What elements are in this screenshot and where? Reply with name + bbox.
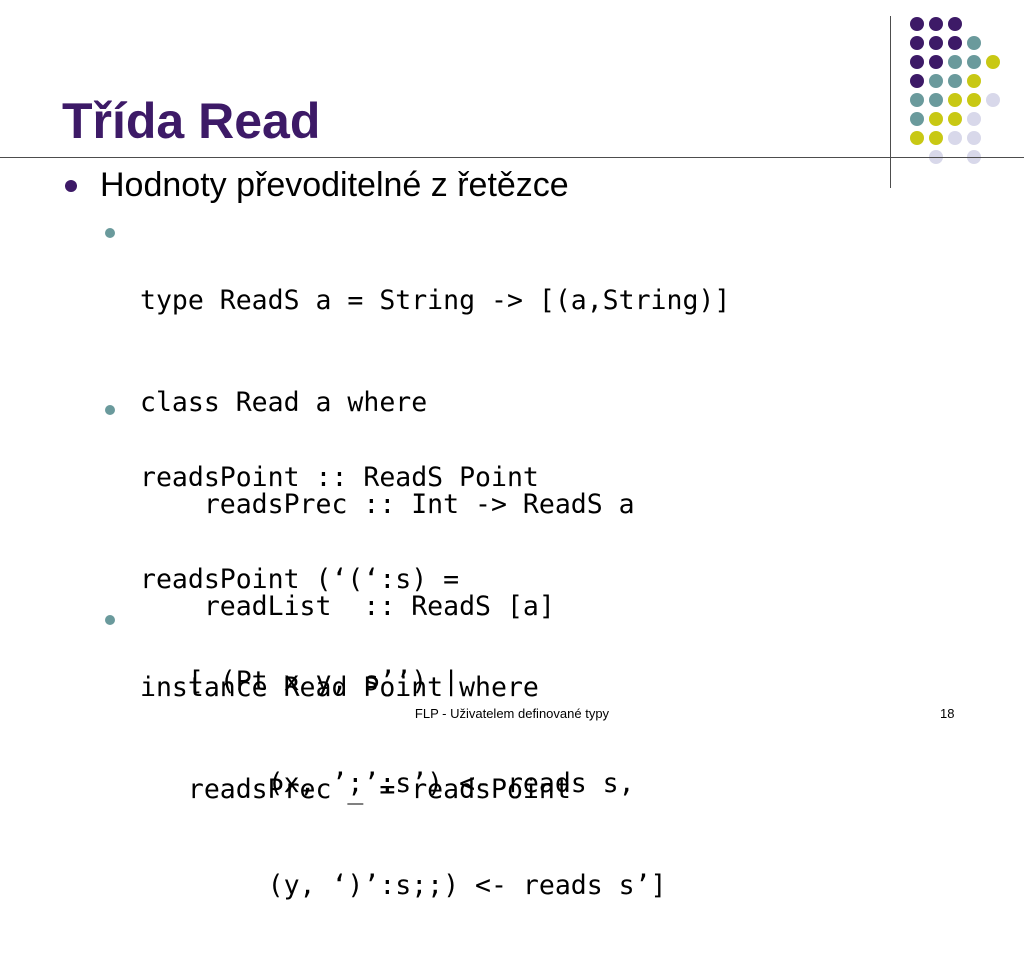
dot	[910, 93, 924, 107]
dot	[910, 74, 924, 88]
bullet-icon	[65, 180, 77, 192]
dot	[948, 131, 962, 145]
dot	[948, 36, 962, 50]
dot	[948, 93, 962, 107]
sub-bullet-icon	[105, 228, 115, 238]
code-line: type ReadS a = String -> [(a,String)]	[140, 285, 731, 316]
page-number: 18	[940, 706, 955, 721]
sub-bullet-icon	[105, 405, 115, 415]
dot	[967, 74, 981, 88]
code-line: readList :: ReadS [a]	[140, 591, 555, 622]
dot	[967, 55, 981, 69]
code-line: readsPoint (‘(‘:s) =	[140, 564, 460, 595]
dot	[948, 17, 962, 31]
vertical-divider	[890, 16, 891, 188]
sub-bullet-icon	[105, 615, 115, 625]
dot	[929, 17, 943, 31]
dot	[929, 55, 943, 69]
slide-title: Třída Read	[62, 93, 321, 149]
bullet-text: Hodnoty převoditelné z řetězce	[100, 166, 569, 204]
decorative-dot-grid	[900, 14, 1020, 164]
dot	[929, 36, 943, 50]
dot	[986, 93, 1000, 107]
code-line: [ (Pt x y, s’’) |	[140, 666, 460, 697]
code-line: instance Read Point where	[140, 672, 539, 703]
code-line: readsPoint :: ReadS Point	[140, 462, 539, 493]
dot	[967, 93, 981, 107]
dot	[948, 55, 962, 69]
code-line: readsPrec :: Int -> ReadS a	[140, 489, 635, 520]
title-underline	[0, 157, 1024, 158]
code-line: class Read a where	[140, 387, 428, 418]
dot	[948, 74, 962, 88]
dot	[929, 112, 943, 126]
code-block: type ReadS a = String -> [(a,String)] cl…	[140, 216, 730, 692]
dot	[910, 112, 924, 126]
footer-text: FLP - Uživatelem definované typy	[414, 706, 610, 721]
dot	[929, 131, 943, 145]
dot	[967, 112, 981, 126]
dot	[948, 112, 962, 126]
dot	[986, 55, 1000, 69]
dot	[910, 17, 924, 31]
slide: Třída Read Hodnoty převoditelné z řetězc…	[0, 14, 1024, 901]
dot	[929, 74, 943, 88]
dot	[910, 131, 924, 145]
dot	[929, 93, 943, 107]
dot	[910, 36, 924, 50]
dot	[967, 131, 981, 145]
code-block: instance Read Point where readsPrec _ = …	[140, 603, 571, 875]
dot	[910, 55, 924, 69]
code-line: readsPrec _ = readsPoint	[140, 774, 571, 805]
dot	[967, 36, 981, 50]
